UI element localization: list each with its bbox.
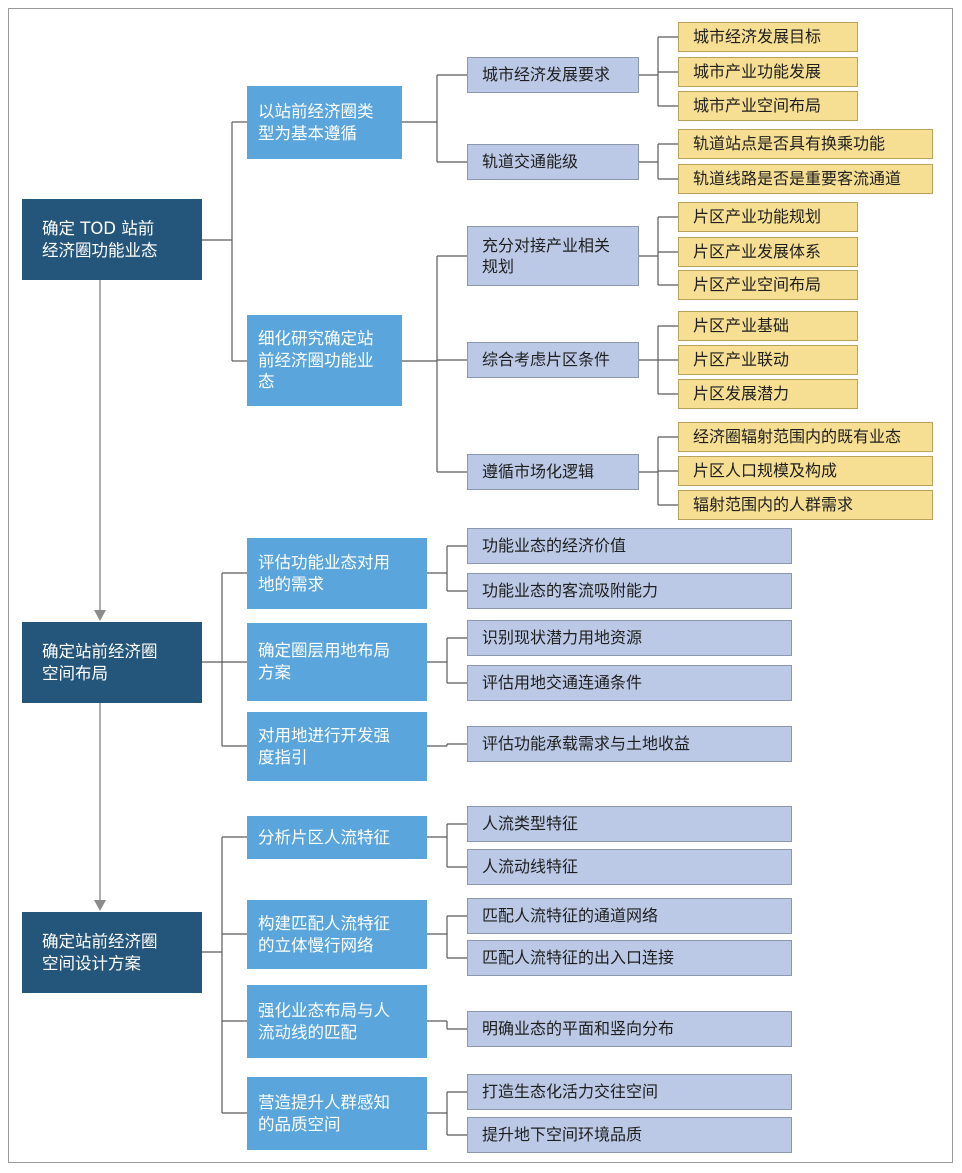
item-align-industry-plans: 充分对接产业相关 规划	[467, 226, 639, 286]
leaf-city-econ-goal: 城市经济发展目标	[678, 22, 858, 52]
flow-arrow-head	[94, 610, 106, 621]
leaf-district-industry-linkage: 片区产业联动	[678, 345, 858, 375]
group-land-layout-plan: 确定圈层用地布局 方案	[247, 623, 427, 701]
leaf-station-transfer: 轨道站点是否具有换乘功能	[678, 129, 933, 159]
group-refine-function: 细化研究确定站 前经济圈功能业 态	[247, 315, 402, 406]
leaf-city-industry-function: 城市产业功能发展	[678, 57, 858, 87]
item-land-connectivity: 评估用地交通连通条件	[467, 665, 792, 701]
leaf-district-potential: 片区发展潜力	[678, 379, 858, 409]
group-pedestrian-features: 分析片区人流特征	[247, 816, 427, 859]
group-quality-space: 营造提升人群感知 的品质空间	[247, 1077, 427, 1150]
leaf-population-demand: 辐射范围内的人群需求	[678, 490, 933, 520]
item-district-conditions: 综合考虑片区条件	[467, 342, 639, 378]
item-market-logic: 遵循市场化逻辑	[467, 454, 639, 490]
group-land-demand: 评估功能业态对用 地的需求	[247, 538, 427, 609]
item-eco-social-space: 打造生态化活力交往空间	[467, 1074, 792, 1110]
leaf-district-industry-space: 片区产业空间布局	[678, 270, 858, 300]
stage-spatial-layout: 确定站前经济圈 空间布局	[22, 622, 202, 703]
leaf-district-industry-base: 片区产业基础	[678, 311, 858, 341]
item-identify-land: 识别现状潜力用地资源	[467, 620, 792, 656]
stage-spatial-design: 确定站前经济圈 空间设计方案	[22, 912, 202, 993]
item-passage-network: 匹配人流特征的通道网络	[467, 898, 792, 934]
group-slow-traffic-network: 构建匹配人流特征 的立体慢行网络	[247, 900, 427, 969]
item-flow-types: 人流类型特征	[467, 806, 792, 842]
leaf-district-industry-system: 片区产业发展体系	[678, 237, 858, 267]
item-underground-quality: 提升地下空间环境品质	[467, 1117, 792, 1153]
item-format-distribution: 明确业态的平面和竖向分布	[467, 1011, 792, 1047]
item-capacity-land-revenue: 评估功能承载需求与土地收益	[467, 726, 792, 762]
item-rail-transit-level: 轨道交通能级	[467, 144, 639, 180]
leaf-district-industry-planning: 片区产业功能规划	[678, 202, 858, 232]
item-city-econ-requirement: 城市经济发展要求	[467, 57, 639, 93]
item-entrance-connection: 匹配人流特征的出入口连接	[467, 940, 792, 976]
leaf-line-passenger-corridor: 轨道线路是否是重要客流通道	[678, 164, 933, 194]
item-flow-lines: 人流动线特征	[467, 849, 792, 885]
group-econ-circle-type: 以站前经济圈类 型为基本遵循	[247, 86, 402, 159]
diagram-frame	[8, 8, 953, 1163]
item-passenger-attraction: 功能业态的客流吸附能力	[467, 573, 792, 609]
leaf-existing-formats: 经济圈辐射范围内的既有业态	[678, 422, 933, 452]
group-format-flow-match: 强化业态布局与人 流动线的匹配	[247, 985, 427, 1058]
stage-function-format: 确定 TOD 站前 经济圈功能业态	[22, 199, 202, 280]
item-economic-value: 功能业态的经济价值	[467, 528, 792, 564]
flow-arrow-head	[94, 900, 106, 911]
leaf-city-industry-space: 城市产业空间布局	[678, 91, 858, 121]
leaf-population-scale: 片区人口规模及构成	[678, 456, 933, 486]
group-intensity-guidance: 对用地进行开发强 度指引	[247, 712, 427, 781]
